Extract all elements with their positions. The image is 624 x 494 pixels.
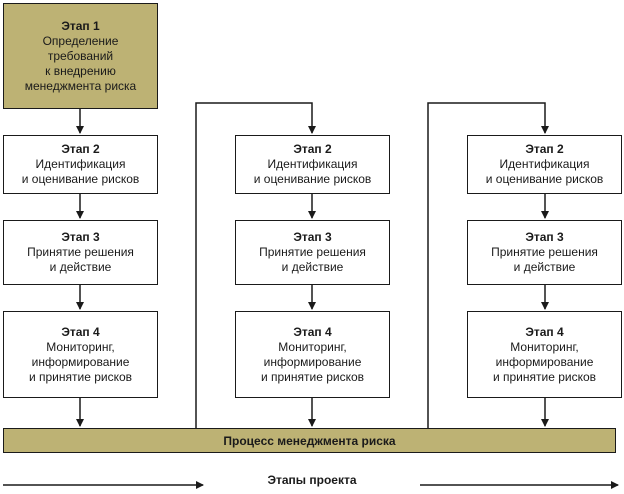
stage2-title: Этап 2 [61,142,100,156]
stage3-line: Принятие решения [259,245,366,259]
stage4-line: информирование [31,354,130,369]
loop-bar-to-col3 [427,102,549,428]
stage2-line: Идентификация [499,157,590,171]
stage4-line: информирование [263,354,362,369]
stage4-line: Мониторинг, [278,339,347,354]
stage3-line: и действие [49,260,112,274]
stage1-line: Определение [42,33,119,48]
stage3-title: Этап 3 [61,230,100,244]
stage1-line: к внедрению [45,63,116,78]
loop-bar-to-col2 [195,102,316,428]
stage4-line: и принятие рисков [492,369,597,384]
col2-stage2-box: Этап 2 Идентификация и оценивание рисков [235,135,390,194]
process-bar-label: Процесс менеджмента риска [223,433,396,448]
stage2-title: Этап 2 [525,142,564,156]
col1-stage2-box: Этап 2 Идентификация и оценивание рисков [3,135,158,194]
stage2-line: и оценивание рисков [485,172,604,186]
stage3-line: и действие [513,260,576,274]
stage4-title: Этап 4 [61,324,100,339]
stage3-line: Принятие решения [27,245,134,259]
stage2-line: и оценивание рисков [253,172,372,186]
stage4-title: Этап 4 [525,324,564,339]
stage2-title: Этап 2 [293,142,332,156]
stage4-line: и принятие рисков [260,369,365,384]
stage3-title: Этап 3 [525,230,564,244]
stage3-line: и действие [281,260,344,274]
col1-stage3-box: Этап 3 Принятие решения и действие [3,220,158,285]
stage4-line: и принятие рисков [28,369,133,384]
stage1-line: менеджмента риска [24,78,137,93]
stage2-line: Идентификация [267,157,358,171]
stage1-line: требований [47,48,114,63]
col3-stage3-box: Этап 3 Принятие решения и действие [467,220,622,285]
stage4-line: Мониторинг, [510,339,579,354]
stage3-title: Этап 3 [293,230,332,244]
col2-stage3-box: Этап 3 Принятие решения и действие [235,220,390,285]
stage3-line: Принятие решения [491,245,598,259]
stage2-line: и оценивание рисков [21,172,140,186]
stage1-title: Этап 1 [61,18,100,33]
col3-stage2-box: Этап 2 Идентификация и оценивание рисков [467,135,622,194]
process-bar: Процесс менеджмента риска [3,428,616,453]
stage4-line: информирование [495,354,594,369]
timeline-label: Этапы проекта [267,473,357,487]
stage4-line: Мониторинг, [46,339,115,354]
col1-stage4-box: Этап 4 Мониторинг, информирование и прин… [3,311,158,398]
stage1-box: Этап 1 Определение требований к внедрени… [3,3,158,109]
stage4-title: Этап 4 [293,324,332,339]
stage2-line: Идентификация [35,157,126,171]
col2-stage4-box: Этап 4 Мониторинг, информирование и прин… [235,311,390,398]
col3-stage4-box: Этап 4 Мониторинг, информирование и прин… [467,311,622,398]
